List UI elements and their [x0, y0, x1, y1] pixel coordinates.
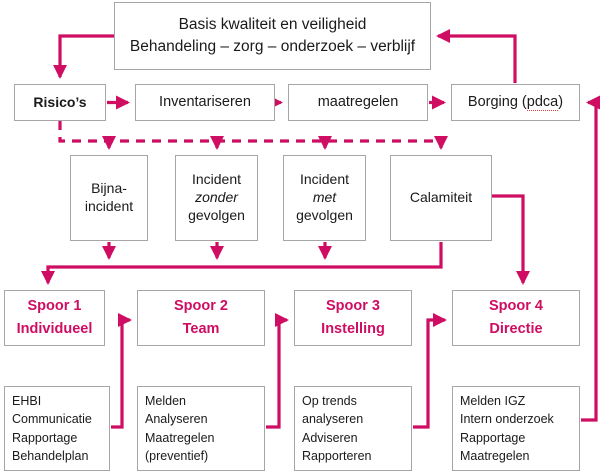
risicos-label: Risico’s	[33, 93, 87, 110]
detail4-line-4: Maatregelen	[460, 448, 530, 463]
node-spoor-1-individueel[interactable]: Spoor 1 Individueel	[4, 290, 105, 346]
node-bijna-incident[interactable]: Bijna- incident	[70, 155, 148, 241]
spoor1-line-1: Spoor 1	[27, 298, 82, 315]
detail3-line-3: Adviseren	[302, 430, 358, 445]
node-detail-spoor-3[interactable]: Op trends analyseren Adviseren Rapporter…	[294, 386, 412, 471]
spoor3-line-1: Spoor 3	[326, 298, 380, 315]
bijna-line-1: Bijna-	[91, 180, 127, 197]
met-line-2: met	[312, 189, 337, 206]
detail1-line-3: Rapportage	[12, 430, 78, 445]
maatregelen-label: maatregelen	[317, 94, 399, 111]
detail4-line-2: Intern onderzoek	[460, 412, 554, 427]
detail4-line-3: Rapportage	[460, 430, 526, 445]
detail2-line-1: Melden	[145, 394, 186, 409]
node-detail-spoor-1[interactable]: EHBI Communicatie Rapportage Behandelpla…	[4, 386, 110, 471]
spoor2-line-2: Team	[182, 321, 220, 337]
detail3-line-2: analyseren	[302, 412, 364, 427]
node-maatregelen[interactable]: maatregelen	[288, 84, 428, 121]
node-calamiteit[interactable]: Calamiteit	[390, 155, 492, 241]
calamiteit-label: Calamiteit	[409, 189, 473, 206]
node-spoor-4-directie[interactable]: Spoor 4 Directie	[452, 290, 580, 346]
spoor3-line-2: Instelling	[321, 321, 385, 337]
zonder-line-2: zonder	[195, 189, 238, 206]
spoor4-line-2: Directie	[489, 321, 543, 337]
edge-borging-to-basis	[436, 28, 517, 83]
detail3-line-4: Rapporteren	[302, 448, 372, 463]
borging-prefix: Borging (	[467, 94, 527, 111]
node-detail-spoor-4[interactable]: Melden IGZ Intern onderzoek Rapportage M…	[452, 386, 580, 471]
detail1-line-1: EHBI	[12, 394, 42, 409]
spoor1-line-2: Individueel	[16, 321, 93, 337]
edge-detail4-to-borging	[581, 95, 601, 422]
edge-detail2-to-spoor3	[266, 312, 289, 429]
detail4-line-1: Melden IGZ	[460, 394, 526, 409]
detail2-line-3: Maatregelen	[145, 430, 215, 445]
inventariseren-label: Inventariseren	[159, 94, 251, 111]
edge-risicos-dashed-bus	[58, 121, 441, 143]
detail1-line-2: Communicatie	[12, 412, 92, 427]
node-inventariseren[interactable]: Inventariseren	[135, 84, 275, 121]
spoor4-line-1: Spoor 4	[489, 298, 543, 315]
basis-line-1: Basis kwaliteit en veiligheid	[178, 16, 367, 34]
node-detail-spoor-2[interactable]: Melden Analyseren Maatregelen (preventie…	[137, 386, 265, 471]
basis-line-2: Behandeling – zorg – onderzoek – verblij…	[129, 38, 416, 55]
bijna-line-2: incident	[84, 198, 134, 214]
detail1-line-4: Behandelplan	[12, 448, 89, 463]
spoor2-line-1: Spoor 2	[174, 298, 228, 315]
edge-detail3-to-spoor4	[413, 312, 447, 429]
edge-calamiteit-collector-to-spoor1	[40, 242, 443, 285]
node-basis-kwaliteit-en-veiligheid[interactable]: Basis kwaliteit en veiligheid Behandelin…	[114, 2, 431, 70]
node-spoor-3-instelling[interactable]: Spoor 3 Instelling	[294, 290, 412, 346]
node-spoor-2-team[interactable]: Spoor 2 Team	[137, 290, 265, 346]
edge-calamiteit-to-spoor4	[492, 194, 531, 285]
node-incident-met-gevolgen[interactable]: Incident met gevolgen	[283, 155, 366, 241]
detail2-line-2: Analyseren	[145, 412, 208, 427]
edge-detail1-to-spoor2	[111, 312, 132, 429]
borging-label: Borging (pdca)	[468, 93, 563, 112]
node-borging-pdca[interactable]: Borging (pdca)	[451, 84, 580, 121]
detail2-line-4: (preventief)	[145, 448, 209, 463]
met-line-3: gevolgen	[296, 206, 353, 223]
borging-pdca-term: pdca	[526, 94, 559, 112]
zonder-line-3: gevolgen	[188, 206, 245, 223]
node-risicos[interactable]: Risico’s	[14, 84, 106, 121]
borging-suffix: )	[558, 94, 564, 111]
edge-basis-to-risicos	[52, 34, 114, 79]
node-incident-zonder-gevolgen[interactable]: Incident zonder gevolgen	[175, 155, 258, 241]
detail3-line-1: Op trends	[302, 394, 357, 409]
zonder-line-1: Incident	[191, 171, 242, 188]
met-line-1: Incident	[299, 171, 350, 188]
